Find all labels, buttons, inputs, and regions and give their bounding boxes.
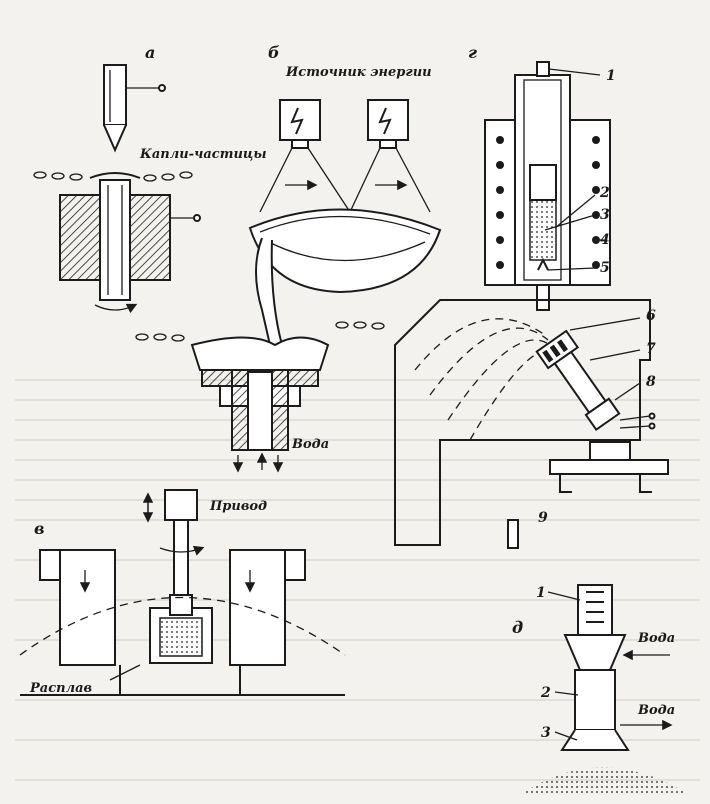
callout-g-1: 1 [606,68,616,84]
panel-a [33,64,201,314]
panel-label-b: б [268,43,280,62]
panel-label-a: а [145,43,155,62]
label-melt: Расплав [29,681,92,696]
callout-g-5: 5 [600,260,610,276]
droplets-row-a [33,171,193,182]
callout-g-7: 7 [646,341,656,357]
callout-g-9: 9 [538,510,548,526]
callout-g-3: 3 [600,207,610,223]
callout-g-8: 8 [646,374,656,390]
panel-label-v: в [34,519,45,538]
panel-label-g: г [468,43,477,62]
callout-d-3: 3 [541,725,551,741]
label-energy-source: Источник энергии [285,65,432,80]
panel-g [394,61,669,549]
callout-g-4: 4 [600,232,610,248]
label-water-d2: Вода [637,703,675,718]
droplets-row-b [135,321,385,342]
callout-g-2: 2 [599,185,610,201]
label-drive: Привод [209,499,267,514]
label-water-b: Вода [291,437,329,452]
callout-d-1: 1 [536,585,546,601]
callout-d-2: 2 [540,685,551,701]
label-droplets: Капли-частицы [139,147,267,162]
callout-g-6: 6 [646,308,656,324]
panel-v [19,489,346,696]
panel-label-d: д [512,618,523,637]
induction-coils [496,136,600,269]
label-water-d1: Вода [637,631,675,646]
panel-d [520,584,690,795]
panel-b [135,99,442,473]
electrode-assembly [535,329,621,432]
